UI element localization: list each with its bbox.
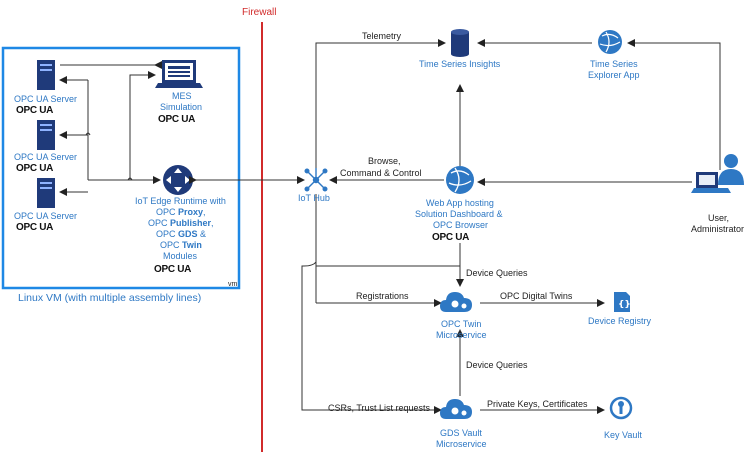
opc-ua-logo: OPC UA [432, 232, 469, 243]
edge-label-csrs: CSRs, Trust List requests [328, 403, 431, 413]
opc-server-1: OPC UA Server OPC UA [14, 60, 77, 116]
edge-line3: OPC Publisher, [148, 218, 214, 228]
firewall-label: Firewall [242, 7, 276, 18]
tse-label-line2: Explorer App [588, 70, 640, 80]
twin-line1: OPC Twin [441, 319, 481, 329]
edge-label-device-queries-1: Device Queries [466, 268, 528, 278]
opc-server-2: OPC UA Server OPC UA [14, 120, 77, 174]
opc-ua-logo: OPC UA [158, 114, 195, 125]
server-icon [37, 60, 55, 90]
user-line2: Administrator [691, 224, 744, 234]
opc-server-label: OPC UA Server [14, 211, 77, 221]
gds-line2: Microservice [436, 439, 487, 449]
opc-ua-logo: OPC UA [154, 264, 191, 275]
gds-vault-microservice: GDS Vault Microservice [436, 399, 487, 449]
device-registry: {} Device Registry [588, 292, 652, 326]
opc-server-3: OPC UA Server OPC UA [14, 178, 77, 233]
edge-label-opc-digital-twins: OPC Digital Twins [500, 291, 573, 301]
gds-line1: GDS Vault [440, 428, 482, 438]
edge-label-registrations: Registrations [356, 291, 409, 301]
edge-line6: Modules [163, 251, 198, 261]
user-line1: User, [708, 213, 729, 223]
iot-hub-icon [304, 168, 328, 192]
registry-icon: {} [614, 292, 631, 312]
cloud-gears-icon [440, 399, 472, 419]
key-icon [609, 396, 633, 420]
database-icon [451, 29, 469, 57]
mes-label-line1: MES [172, 91, 192, 101]
svg-text:{}: {} [618, 300, 631, 310]
webapp-line2: Solution Dashboard & [415, 209, 503, 219]
edge-label-browse-2: Command & Control [340, 168, 422, 178]
user-administrator: User, Administrator [691, 154, 744, 234]
registry-label: Device Registry [588, 316, 652, 326]
edge-label-telemetry: Telemetry [362, 31, 402, 41]
web-app: Web App hosting Solution Dashboard & OPC… [415, 166, 503, 243]
edge-line4: OPC GDS & [156, 229, 206, 239]
mes-simulation: MES Simulation OPC UA [155, 60, 203, 125]
opc-server-label: OPC UA Server [14, 152, 77, 162]
iot-hub: IoT Hub [298, 168, 330, 203]
key-vault: Key Vault [604, 396, 642, 440]
iot-edge-runtime: IoT Edge Runtime with OPC Proxy, OPC Pub… [135, 165, 226, 275]
opc-server-label: OPC UA Server [14, 94, 77, 104]
tsi-label: Time Series Insights [419, 59, 501, 69]
linux-vm-label: Linux VM (with multiple assembly lines) [18, 292, 201, 304]
tse-label-line1: Time Series [590, 59, 638, 69]
server-icon [37, 120, 55, 150]
linux-vm-box [1, 46, 241, 290]
opc-ua-logo: OPC UA [16, 105, 53, 116]
edge-line1: IoT Edge Runtime with [135, 196, 226, 206]
twin-line2: Microservice [436, 330, 487, 340]
mes-label-line2: Simulation [160, 102, 202, 112]
edge-label-device-queries-2: Device Queries [466, 360, 528, 370]
web-app-globe-icon [446, 166, 474, 194]
web-app-globe-icon [598, 30, 622, 54]
webapp-line3: OPC Browser [433, 220, 488, 230]
cloud-connections [189, 39, 721, 414]
edge-label-private-keys: Private Keys, Certificates [487, 399, 588, 409]
time-series-explorer: Time Series Explorer App [588, 30, 640, 80]
opc-ua-logo: OPC UA [16, 163, 53, 174]
server-icon [37, 178, 55, 208]
cloud-gears-icon [440, 292, 472, 312]
edge-line2: OPC Proxy, [156, 207, 206, 217]
opc-twin-microservice: OPC Twin Microservice [436, 292, 487, 340]
edge-router-icon [163, 165, 193, 195]
vm-corner-mark: vm [228, 281, 238, 288]
opc-ua-logo: OPC UA [16, 222, 53, 233]
vm-connections [59, 61, 162, 196]
laptop-icon [155, 60, 203, 88]
keyvault-label: Key Vault [604, 430, 642, 440]
iot-hub-label: IoT Hub [298, 193, 330, 203]
time-series-insights: Time Series Insights [419, 29, 501, 69]
edge-label-browse-1: Browse, [368, 156, 401, 166]
user-icon [691, 154, 744, 193]
webapp-line1: Web App hosting [426, 198, 494, 208]
edge-line5: OPC Twin [160, 240, 202, 250]
